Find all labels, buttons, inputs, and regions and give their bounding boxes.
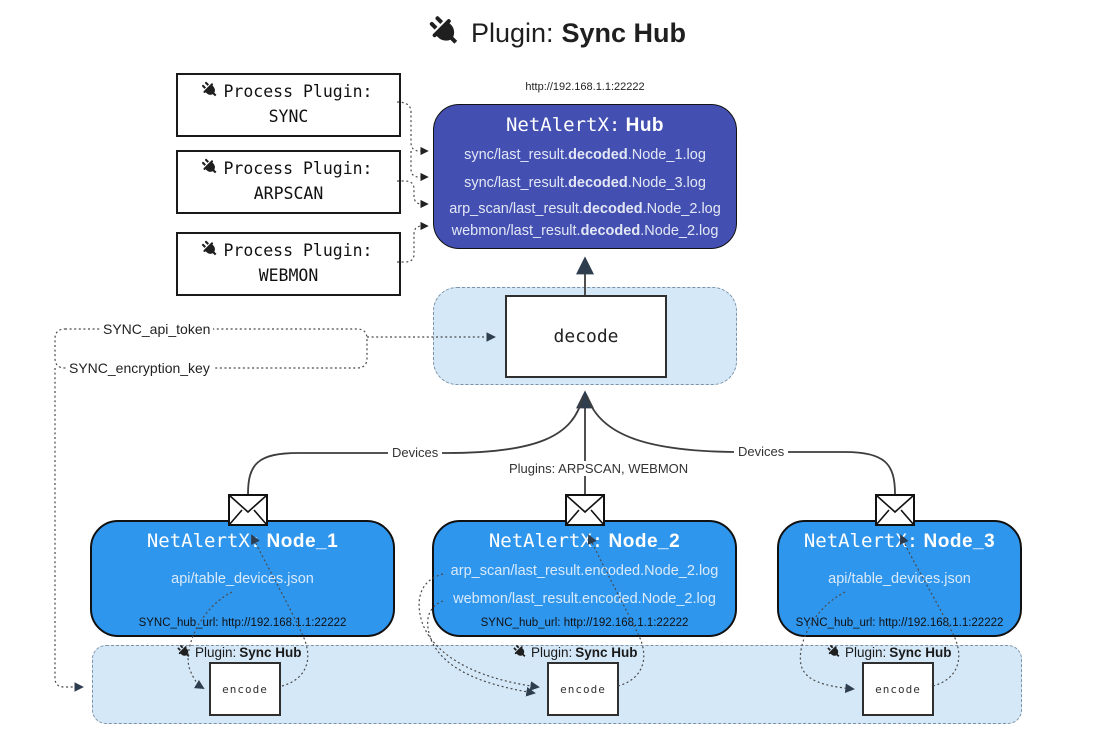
plugins-edge-label: Plugins: ARPSCAN, WEBMON (505, 461, 693, 476)
process-plugin-name: WEBMON (258, 266, 319, 285)
plug-icon (510, 642, 532, 664)
process-plugin-webmon: Process Plugin: WEBMON (176, 232, 401, 296)
node-hub-url: SYNC_hub_url: http://192.168.1.1:22222 (480, 617, 689, 629)
hub-box: NetAlertX: Hub sync/last_result.decoded.… (433, 104, 737, 249)
process-plugin-label: Process Plugin: (223, 241, 373, 261)
sync-api-token-label: SYNC_api_token (100, 321, 214, 337)
plug-icon (824, 642, 846, 664)
process-plugin-label: Process Plugin: (223, 82, 373, 102)
process-plugin-label: Process Plugin: (223, 159, 373, 179)
encode-plugin-label: Plugin: Sync Hub (177, 644, 302, 661)
envelope-icon (565, 494, 605, 527)
plug-icon (422, 8, 472, 58)
encode-box: encode (209, 662, 281, 716)
node-hub-url: SYNC_hub_url: http://192.168.1.1:22222 (795, 617, 1004, 629)
title-label: Plugin: (470, 18, 554, 48)
node-file-line: api/table_devices.json (828, 571, 971, 587)
plug-icon (198, 78, 228, 108)
decode-box: decode (505, 295, 667, 378)
hub-file-line: sync/last_result.decoded.Node_1.log (464, 147, 706, 163)
encode-plugin-label: Plugin: Sync Hub (513, 644, 638, 661)
process-plugin-arpscan: Process Plugin: ARPSCAN (176, 150, 401, 214)
envelope-icon (228, 494, 268, 527)
plug-icon (198, 155, 228, 185)
node-hub-url: SYNC_hub_url: http://192.168.1.1:22222 (138, 617, 347, 629)
node-file-line: api/table_devices.json (171, 571, 314, 587)
page-title: Plugin: Sync Hub (0, 14, 1117, 53)
devices-left-label: Devices (388, 445, 443, 460)
encode-box: encode (862, 662, 934, 716)
node-title: NetAlertX: Node_3 (803, 530, 996, 552)
hub-title: NetAlertX: Hub (505, 114, 665, 136)
hub-file-line: webmon/last_result.decoded.Node_2.log (451, 222, 719, 239)
node-title: NetAlertX: Node_1 (146, 530, 339, 552)
node-3-box: NetAlertX: Node_3 api/table_devices.json… (777, 520, 1022, 637)
encode-plugin-label: Plugin: Sync Hub (827, 644, 952, 661)
hub-url-label: http://192.168.1.1:22222 (525, 81, 645, 93)
node-file-line: webmon/last_result.encoded.Node_2.log (453, 590, 716, 607)
devices-right-label: Devices (734, 444, 789, 459)
decode-label: decode (553, 326, 619, 347)
envelope-icon (875, 494, 915, 527)
hub-file-line: arp_scan/last_result.decoded.Node_2.log (449, 201, 721, 217)
encode-box: encode (547, 662, 619, 716)
node-1-box: NetAlertX: Node_1 api/table_devices.json… (90, 520, 395, 637)
process-plugin-name: SYNC (268, 107, 309, 126)
node-title: NetAlertX: Node_2 (488, 530, 681, 552)
node-2-box: NetAlertX: Node_2 arp_scan/last_result.e… (432, 520, 737, 637)
sync-encryption-key-label: SYNC_encryption_key (66, 360, 213, 376)
plug-icon (198, 237, 228, 267)
title-name: Sync Hub (561, 18, 687, 48)
node-file-line: arp_scan/last_result.encoded.Node_2.log (450, 563, 719, 579)
plug-icon (174, 642, 196, 664)
hub-file-line: sync/last_result.decoded.Node_3.log (464, 174, 706, 191)
process-plugin-sync: Process Plugin: SYNC (176, 73, 401, 137)
process-plugin-name: ARPSCAN (253, 184, 324, 203)
